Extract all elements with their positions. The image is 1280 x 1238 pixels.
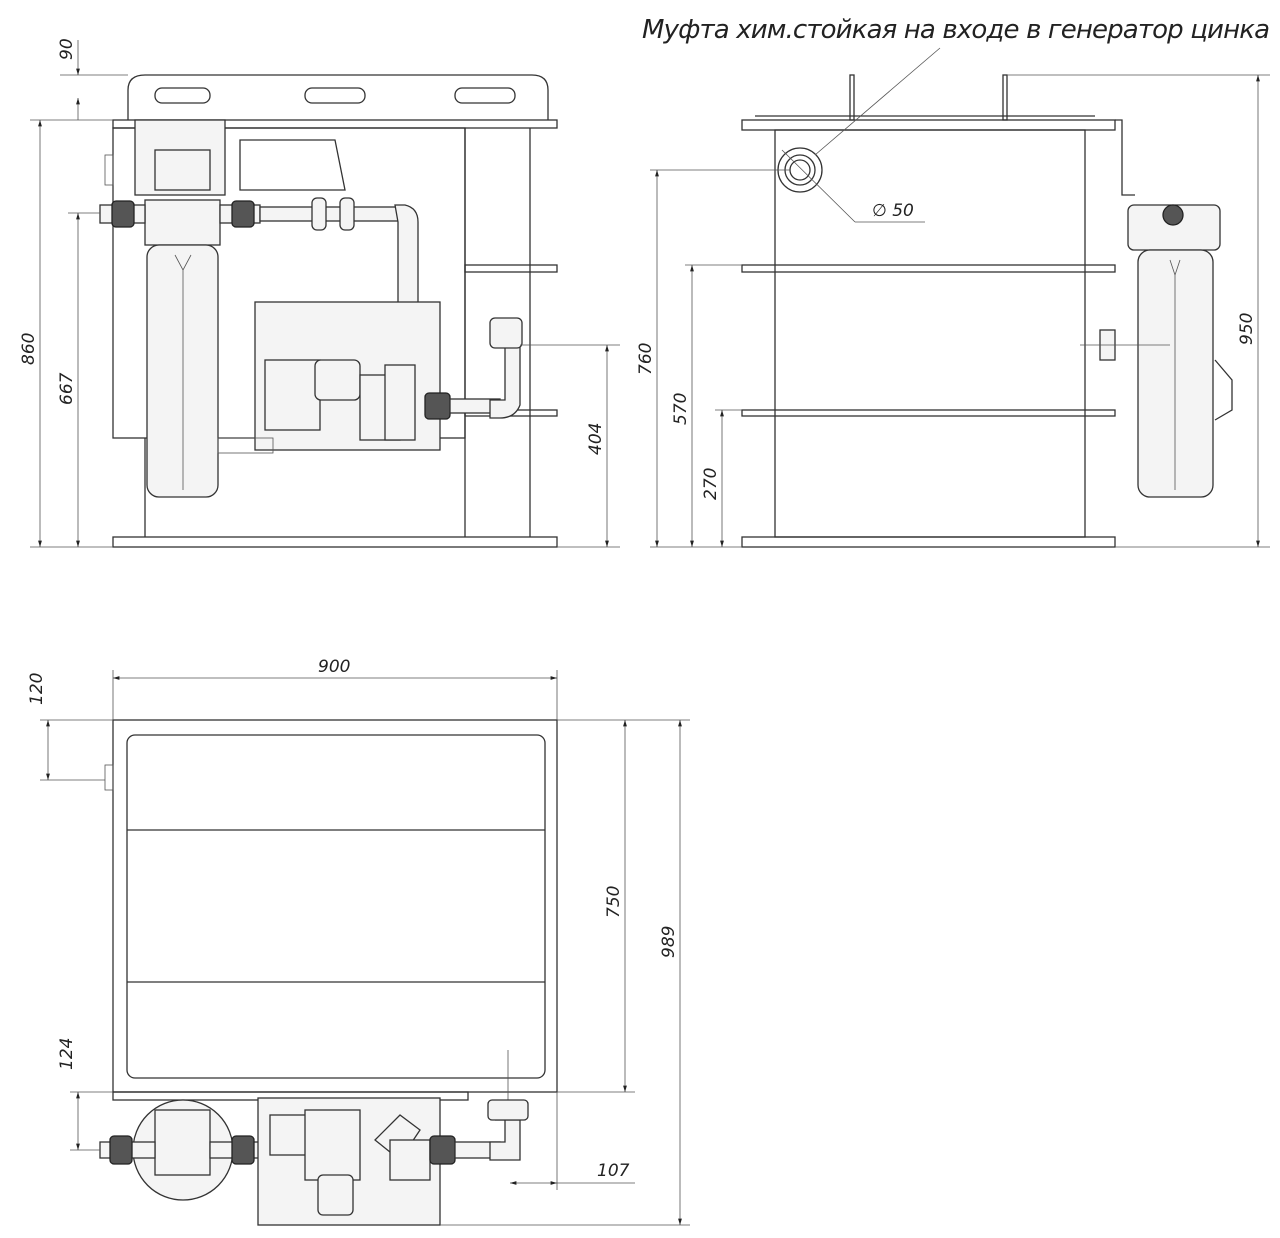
bottom-plate [741, 536, 1116, 548]
dim-950: 950 [1237, 313, 1257, 345]
dim-diameter-50: ∅ 50 [872, 201, 914, 221]
coupling-annotation: Муфта хим.стойкая на входе в генератор ц… [642, 15, 1270, 45]
dim-570: 570 [671, 393, 691, 425]
dim-667: 667 [57, 372, 77, 405]
dim-860: 860 [19, 333, 39, 365]
shelf [741, 264, 1116, 273]
dim-404: 404 [586, 423, 606, 455]
front-view [30, 40, 620, 548]
panel-cutout [239, 139, 346, 191]
dim-989: 989 [659, 926, 679, 958]
pipe [259, 206, 406, 222]
filter-housing [1137, 249, 1214, 498]
dim-90: 90 [57, 38, 77, 60]
top-plate [741, 119, 1116, 131]
side-view [650, 47, 1270, 548]
handle-frame [127, 74, 549, 120]
dim-900: 900 [318, 657, 350, 677]
filter-housing [146, 244, 219, 498]
dim-124: 124 [57, 1038, 77, 1070]
dim-760: 760 [636, 343, 656, 375]
tank-outline [112, 719, 558, 1093]
bottom-plate [112, 536, 558, 548]
pump-motor [264, 359, 321, 431]
dim-107: 107 [597, 1161, 630, 1181]
top-view [40, 670, 690, 1226]
dim-750: 750 [604, 886, 624, 918]
dim-120: 120 [27, 673, 47, 705]
dim-270: 270 [701, 468, 721, 500]
shelf [464, 264, 558, 273]
filter-head [144, 199, 221, 246]
outlet-valve [489, 317, 523, 349]
tank-body [774, 129, 1086, 538]
shelf [741, 409, 1116, 417]
